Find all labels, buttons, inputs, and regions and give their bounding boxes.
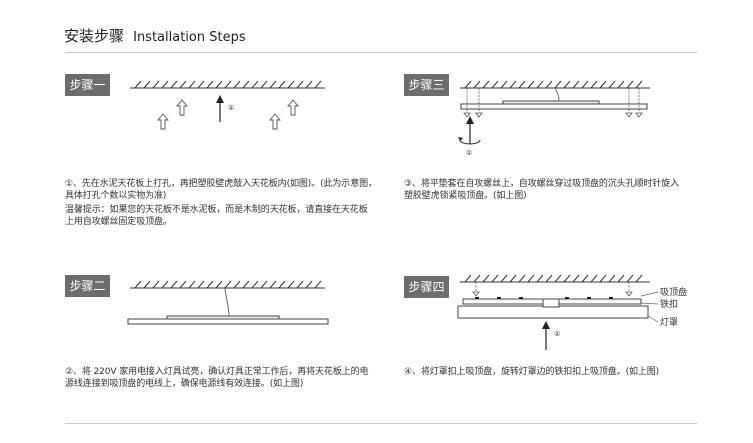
step-one-tip: 上用自攻螺丝固定吸顶盘。 bbox=[65, 216, 172, 227]
step-four-line: ④、将灯罩扣上吸顶盘，旋转灯罩边的铁扣扣上吸顶盘。(如上图) bbox=[404, 367, 660, 377]
callout-lines bbox=[640, 291, 659, 323]
rotate-screw-icon bbox=[458, 116, 481, 145]
clip-icon bbox=[475, 297, 613, 299]
step-three-line: 塑胶壁虎锁紧吸顶盘。(如上图) bbox=[404, 190, 527, 201]
callout-cover-label: 灯罩 bbox=[660, 317, 678, 328]
step-four-text: ④、将灯罩扣上吸顶盘，旋转灯罩边的铁扣扣上吸顶盘。(如上图) bbox=[404, 367, 724, 379]
step-four-diagram: 吸顶盘 铁扣 灯罩 ① bbox=[457, 274, 687, 350]
step-two-line: ②、将 220V 家用电接入灯具试亮，确认灯具正常工作后，再将天花板上的电 bbox=[65, 367, 369, 377]
wall-anchor-icon bbox=[463, 112, 643, 118]
step-two-diagram bbox=[127, 280, 329, 325]
step-three-text: ③、将平垫套在自攻螺丝上，自攻螺丝穿过吸顶盘的沉头孔顺时针旋入 塑胶壁虎锁紧吸顶… bbox=[404, 179, 724, 202]
wall-anchor-icon bbox=[157, 99, 299, 130]
insert-arrow-icon bbox=[216, 95, 224, 122]
step-three-marker: ① bbox=[466, 149, 472, 157]
screw-icon bbox=[466, 88, 640, 116]
step-three-diagram: ① bbox=[458, 80, 650, 157]
step-four-badge: 步骤四 bbox=[404, 276, 449, 298]
ceiling-plate bbox=[127, 287, 329, 325]
step-one-badge: 步骤一 bbox=[65, 74, 110, 96]
callout-base-label: 吸顶盘 bbox=[660, 286, 687, 298]
wall-anchor-icon bbox=[472, 291, 633, 297]
step-one-text: ①、先在水泥天花板上打孔，再把塑胶壁虎敲入天花板内(如图)。(此为示意图， 具体… bbox=[65, 179, 395, 228]
page-title-zh: 安装步骤 bbox=[64, 27, 125, 45]
step-one-marker: ① bbox=[228, 104, 234, 112]
push-up-arrow-icon bbox=[542, 321, 550, 350]
step-one-tip: 温馨提示：如果您的天花板不是水泥板，而是木制的天花板，请直接在天花板 bbox=[65, 205, 368, 215]
step-one-line: 具体打孔个数以实物为准) bbox=[65, 190, 167, 201]
ceiling-hatch bbox=[460, 80, 650, 89]
callout-clip-label: 铁扣 bbox=[660, 298, 678, 310]
step-one-diagram: ① bbox=[130, 80, 325, 130]
ceiling-hatch bbox=[130, 80, 325, 89]
step-three-line: ③、将平垫套在自攻螺丝上，自攻螺丝穿过吸顶盘的沉头孔顺时针旋入 bbox=[404, 179, 679, 189]
screw-icon bbox=[475, 282, 630, 294]
step-two-line: 源线连接到吸顶盘的电线上，确保电源线有效连接。(如上图) bbox=[65, 378, 304, 389]
step-three-badge: 步骤三 bbox=[404, 74, 449, 96]
page-title: 安装步骤 Installation Steps bbox=[64, 25, 246, 46]
bottom-divider bbox=[65, 423, 697, 424]
step-four-marker: ① bbox=[554, 330, 560, 338]
step-one-line: ①、先在水泥天花板上打孔，再把塑胶壁虎敲入天花板内(如图)。(此为示意图， bbox=[65, 179, 377, 189]
title-divider bbox=[65, 52, 697, 53]
step-two-text: ②、将 220V 家用电接入灯具试亮，确认灯具正常工作后，再将天花板上的电 源线… bbox=[65, 367, 395, 390]
ceiling-plate bbox=[457, 298, 649, 319]
ceiling-hatch bbox=[460, 274, 650, 283]
ceiling-hatch bbox=[130, 280, 325, 289]
step-two-badge: 步骤二 bbox=[65, 275, 110, 297]
page-title-en: Installation Steps bbox=[133, 30, 246, 45]
ceiling-plate bbox=[460, 87, 648, 110]
